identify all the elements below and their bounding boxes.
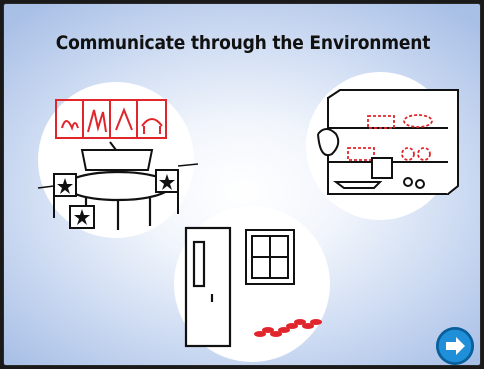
slide-title: Communicate through the Environment bbox=[55, 32, 431, 54]
slide: Communicate through the Environment bbox=[3, 3, 481, 366]
table-with-visual-schedule-illustration bbox=[37, 82, 199, 238]
labeled-shelf-scene bbox=[296, 64, 466, 224]
shelf-with-outlines-illustration bbox=[306, 72, 459, 220]
arrow-right-icon bbox=[437, 328, 473, 364]
next-slide-button[interactable] bbox=[436, 327, 474, 365]
door-with-schedule-illustration bbox=[174, 206, 330, 362]
door-schedule-scene bbox=[164, 202, 340, 365]
visual-schedule-scene bbox=[26, 70, 206, 245]
